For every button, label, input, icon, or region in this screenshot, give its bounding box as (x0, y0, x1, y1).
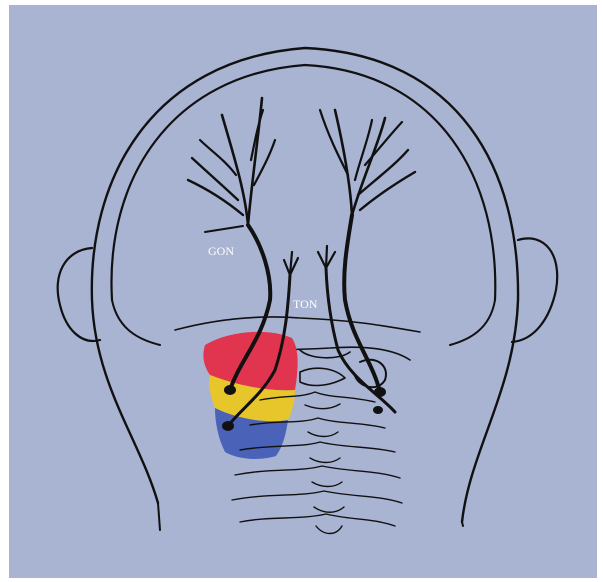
label-ton: TON (293, 297, 318, 311)
occipital-nerve-diagram: GON TON (9, 5, 597, 578)
paper-background (9, 5, 597, 578)
right-nerve-point-upper (374, 387, 386, 397)
ton-point (222, 421, 234, 431)
label-gon: GON (208, 244, 234, 258)
gon-point (224, 385, 236, 395)
right-nerve-point-lower (373, 406, 383, 414)
